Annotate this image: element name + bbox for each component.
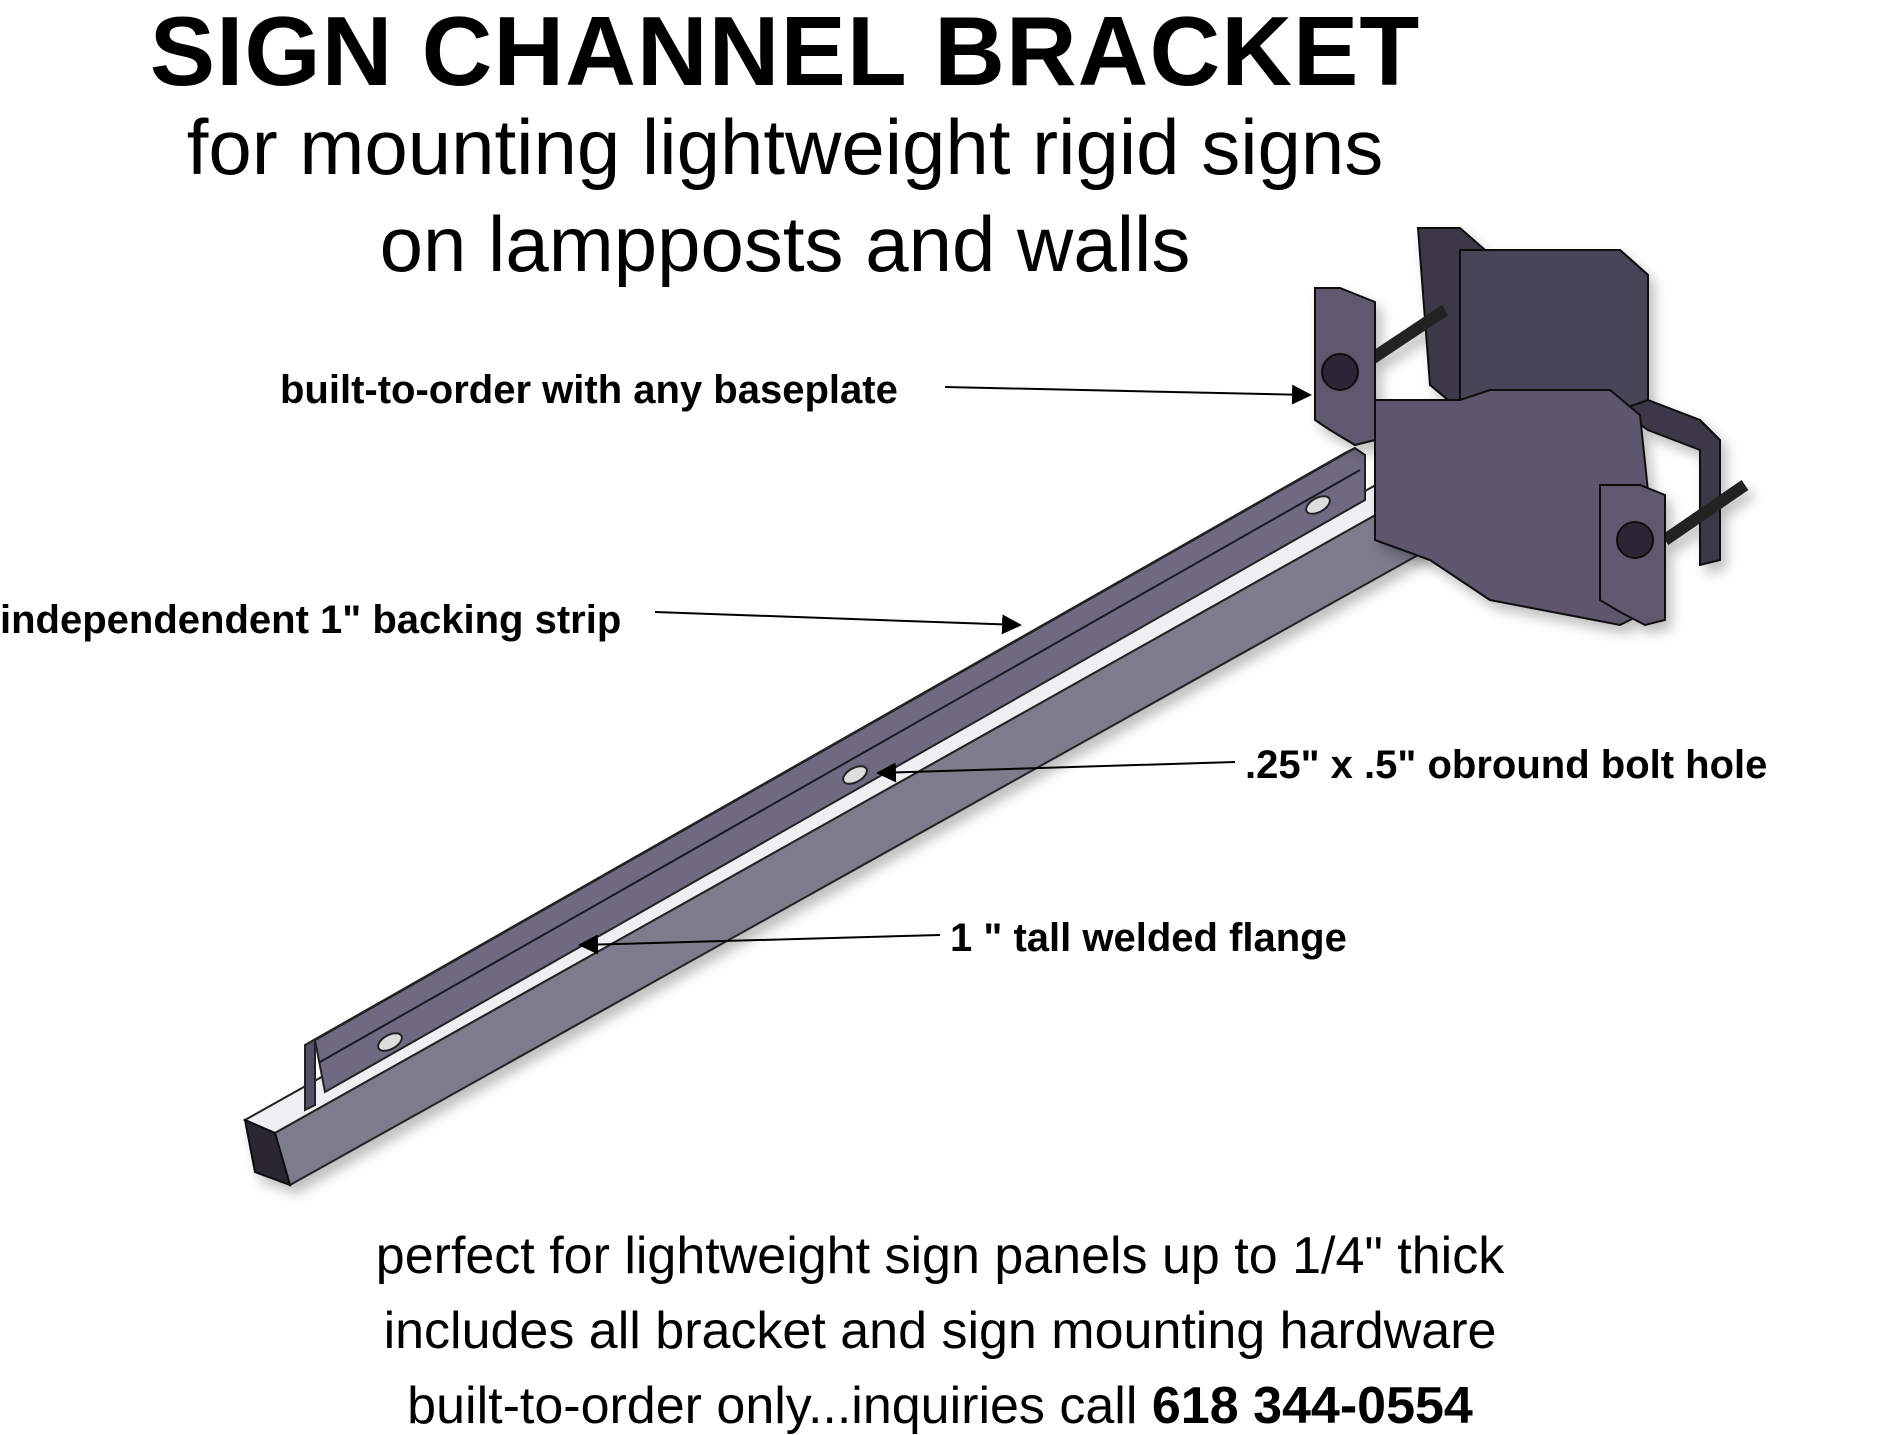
pole-clamp bbox=[1314, 227, 1749, 627]
leader-flange bbox=[578, 934, 941, 955]
footer-inquiry-text: built-to-order only...inquiries call bbox=[407, 1377, 1152, 1435]
obround-hole-1 bbox=[377, 1032, 403, 1052]
phone-number: 618 344-0554 bbox=[1151, 1377, 1473, 1435]
arm-side-face bbox=[273, 474, 1446, 1187]
obround-hole-2 bbox=[842, 765, 868, 785]
subtitle-line-1: for mounting lightweight rigid signs bbox=[186, 103, 1384, 191]
backing-strip bbox=[304, 447, 1356, 1112]
obround-hole-3 bbox=[1305, 495, 1331, 515]
callout-backing-strip: independendent 1" backing strip bbox=[0, 598, 622, 642]
flange-face bbox=[313, 446, 1366, 1094]
leader-bolt-hole bbox=[876, 761, 1236, 783]
footer-line-1: perfect for lightweight sign panels up t… bbox=[375, 1227, 1505, 1285]
subtitle-line-2: on lampposts and walls bbox=[379, 200, 1191, 288]
bolt-head-lower bbox=[1616, 521, 1654, 559]
page-title: SIGN CHANNEL BRACKET bbox=[149, 0, 1421, 106]
footer-line-2: includes all bracket and sign mounting h… bbox=[383, 1302, 1497, 1360]
footer-line-3: built-to-order only...inquiries call 618… bbox=[0, 1380, 1880, 1432]
arm-end-cap bbox=[243, 1118, 292, 1187]
welded-flange bbox=[304, 446, 1366, 1112]
strip-edge-line bbox=[319, 469, 1361, 1063]
leader-baseplate bbox=[944, 384, 1312, 405]
callout-baseplate: built-to-order with any baseplate bbox=[280, 368, 898, 412]
leader-backing-strip bbox=[654, 611, 1022, 635]
bolt-lower bbox=[1661, 480, 1749, 545]
callout-flange: 1 " tall welded flange bbox=[950, 916, 1347, 960]
bolt-head-upper bbox=[1321, 353, 1359, 391]
callout-bolt-hole: .25" x .5" obround bolt hole bbox=[1245, 743, 1768, 787]
bolt-upper bbox=[1366, 305, 1449, 365]
clamp-inner bbox=[1459, 249, 1649, 411]
square-tube-arm bbox=[242, 461, 1448, 1187]
